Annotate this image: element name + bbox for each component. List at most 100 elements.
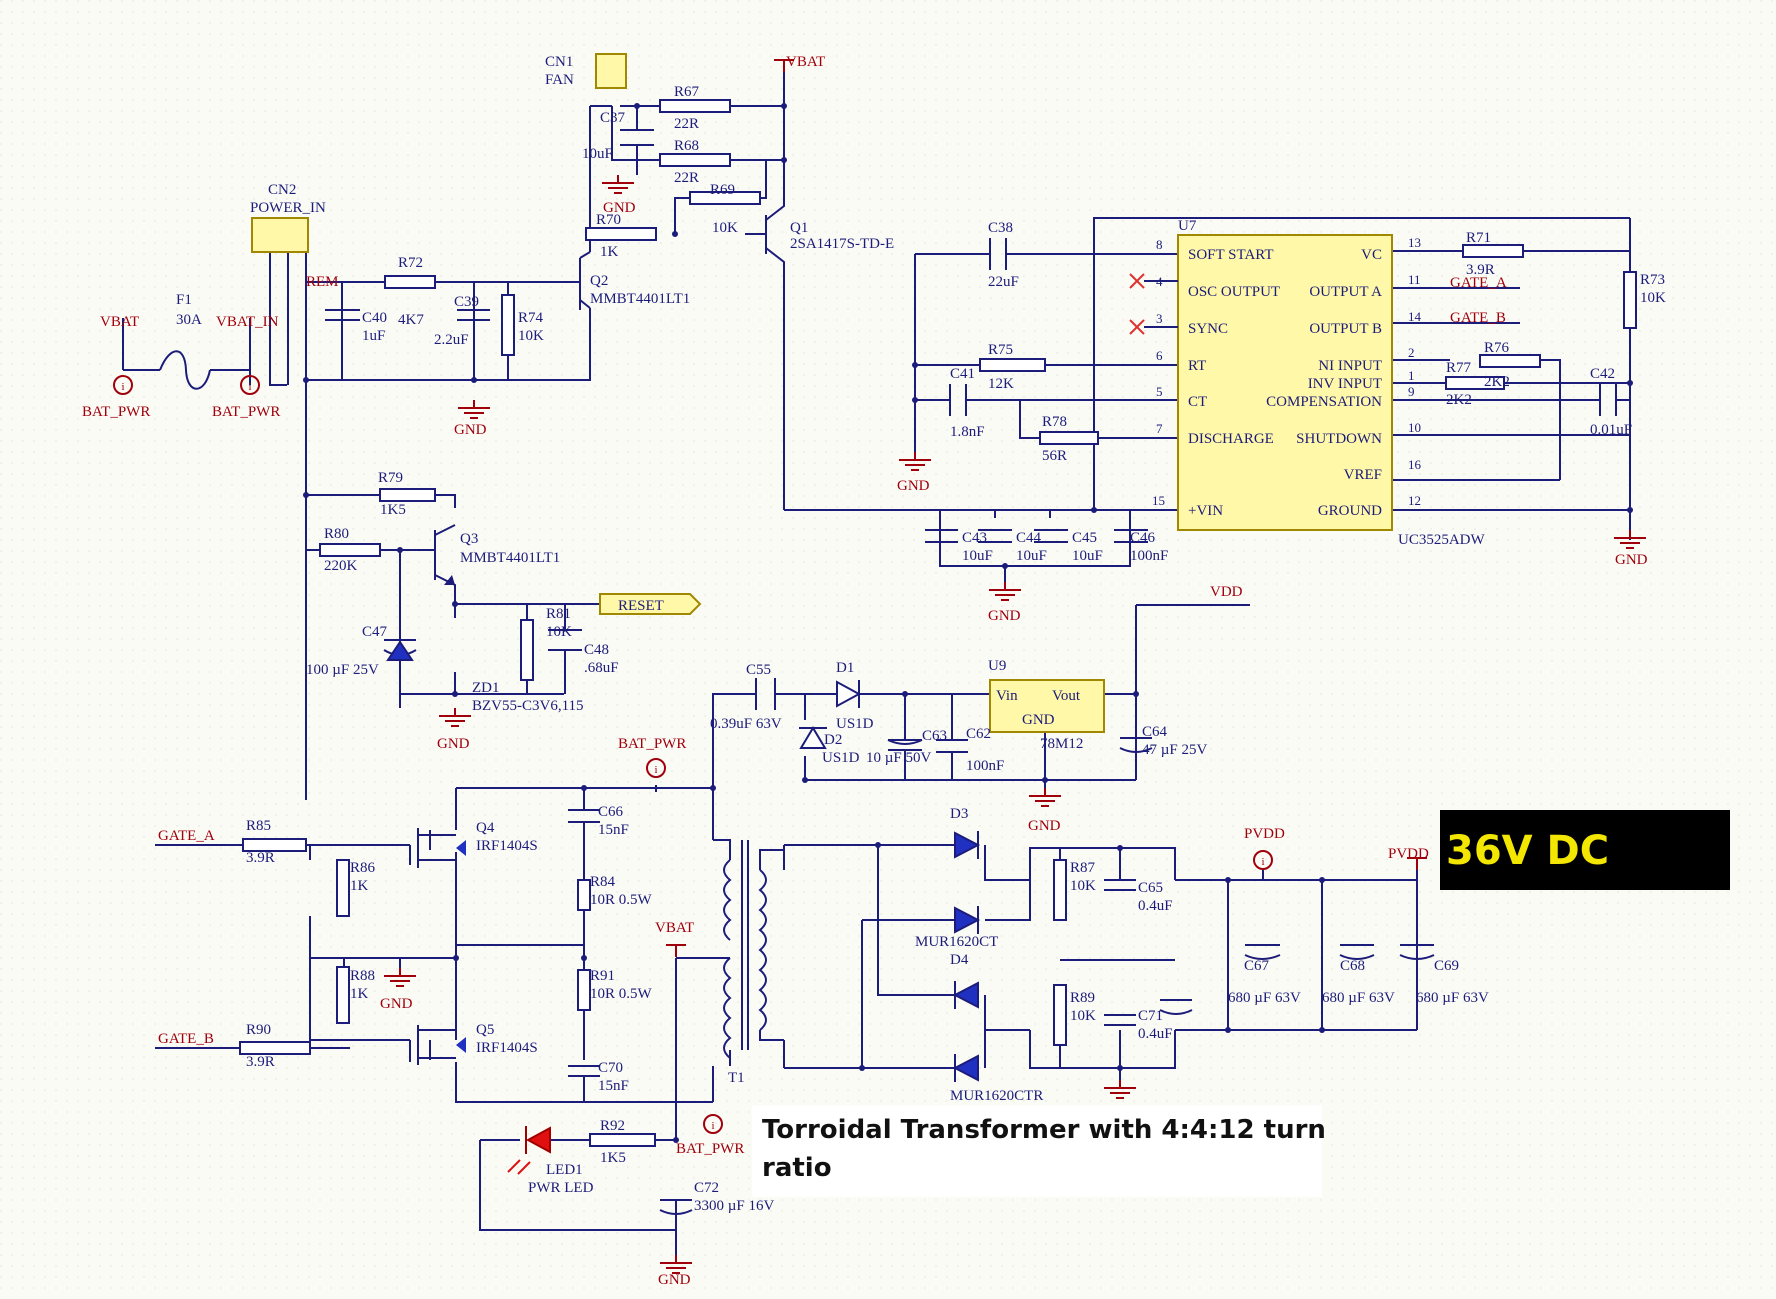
r76-ref: R76 — [1484, 340, 1510, 356]
r79-value: 1K5 — [380, 502, 406, 518]
c47-value: 100 µF 25V — [306, 662, 379, 678]
u7-pin-num: 6 — [1156, 348, 1163, 363]
wires — [122, 60, 1631, 1255]
r92-ref: R92 — [600, 1118, 625, 1134]
c39-value: 2.2uF — [434, 332, 469, 348]
c43-value: 10uF — [962, 548, 993, 564]
r76-value: 2K2 — [1484, 374, 1510, 390]
r89-value: 10K — [1070, 1008, 1096, 1024]
u7-pin-name: CT — [1188, 394, 1207, 410]
net-vbat-left: VBAT — [100, 314, 139, 330]
gnd-label: GND — [658, 1272, 691, 1288]
u7-pin-num: 14 — [1408, 309, 1422, 324]
q3-value: MMBT4401LT1 — [460, 550, 560, 566]
c70-ref: C70 — [598, 1060, 623, 1076]
c47-ref: C47 — [362, 624, 388, 640]
led1-value: PWR LED — [528, 1180, 594, 1196]
gnd-label: GND — [1028, 818, 1061, 834]
r85-value: 3.9R — [246, 850, 275, 866]
net-gate-a-right: GATE_A — [1450, 275, 1507, 291]
u7-pin-name: GROUND — [1318, 503, 1382, 519]
r92-value: 1K5 — [600, 1150, 626, 1166]
c68-ref: C68 — [1340, 958, 1365, 974]
u7-pin-name: RT — [1188, 358, 1206, 374]
net-reset: RESET — [618, 598, 664, 614]
r91-ref: R91 — [590, 968, 615, 984]
zd1-value: BZV55-C3V6,115 — [472, 698, 584, 714]
c62-ref: C62 — [966, 726, 991, 742]
r73-ref: R73 — [1640, 272, 1665, 288]
net-gate-a-left: GATE_A — [158, 828, 215, 844]
u7-pin-num: 4 — [1156, 274, 1163, 289]
r88-value: 1K — [350, 986, 369, 1002]
u7-pin-num: 7 — [1156, 421, 1163, 436]
c46-value: 100nF — [1130, 548, 1168, 564]
r81-value: 10K — [546, 624, 572, 640]
u7-pin-name: COMPENSATION — [1266, 394, 1382, 410]
u9-gnd: GND — [1022, 712, 1055, 728]
c55-value: 0.39uF 63V — [710, 716, 782, 732]
c44-ref: C44 — [1016, 530, 1042, 546]
c71-value: 0.4uF — [1138, 1026, 1173, 1042]
u7-ref: U7 — [1178, 218, 1197, 234]
r73-value: 10K — [1640, 290, 1666, 306]
u7-pin-num: 15 — [1152, 493, 1165, 508]
c40-ref: C40 — [362, 310, 387, 326]
c37-ref: C37 — [600, 110, 626, 126]
r86-value: 1K — [350, 878, 369, 894]
u7-pin-name: DISCHARGE — [1188, 431, 1274, 447]
u9-ref: U9 — [988, 658, 1006, 674]
c67-value: 680 µF 63V — [1228, 990, 1301, 1006]
u7-right-pins: VC 13 OUTPUT A 11 OUTPUT B 14 NI INPUT 2… — [1266, 235, 1421, 519]
r77-ref: R77 — [1446, 360, 1472, 376]
c42-ref: C42 — [1590, 366, 1615, 382]
u9-value: 78M12 — [1040, 736, 1083, 752]
gnd-label: GND — [897, 478, 930, 494]
u7-pin-name: VREF — [1344, 467, 1382, 483]
u7-pin-num: 3 — [1156, 311, 1163, 326]
r78-ref: R78 — [1042, 414, 1067, 430]
r69-value: 10K — [712, 220, 738, 236]
r79-ref: R79 — [378, 470, 403, 486]
c41-value: 1.8nF — [950, 424, 985, 440]
c65-value: 0.4uF — [1138, 898, 1173, 914]
r68-ref: R68 — [674, 138, 699, 154]
c68-value: 680 µF 63V — [1322, 990, 1395, 1006]
c63-ref: C63 — [922, 728, 947, 744]
q4-value: IRF1404S — [476, 838, 538, 854]
r88-ref: R88 — [350, 968, 375, 984]
net-rem: REM — [306, 274, 339, 290]
c72-value: 3300 µF 16V — [694, 1198, 774, 1214]
r75-ref: R75 — [988, 342, 1013, 358]
cn2-ref: CN2 — [268, 182, 296, 198]
r90-ref: R90 — [246, 1022, 271, 1038]
d3-value: MUR1620CT — [915, 934, 998, 950]
component-bodies — [113, 53, 1730, 1274]
u9-vin: Vin — [996, 688, 1018, 704]
u7-pin-name: INV INPUT — [1308, 376, 1382, 392]
u7-pin-num: 9 — [1408, 384, 1415, 399]
c37-value: 10uF — [582, 146, 613, 162]
r91-value: 10R 0.5W — [590, 986, 653, 1002]
zd1-ref: ZD1 — [472, 680, 500, 696]
r71-value: 3.9R — [1466, 262, 1495, 278]
d3-ref: D3 — [950, 806, 968, 822]
r87-ref: R87 — [1070, 860, 1096, 876]
r70-ref: R70 — [596, 212, 621, 228]
r87-value: 10K — [1070, 878, 1096, 894]
net-bat-pwr-4: BAT_PWR — [676, 1141, 744, 1157]
q2-ref: Q2 — [590, 273, 608, 289]
d2-ref: D2 — [824, 732, 842, 748]
c44-value: 10uF — [1016, 548, 1047, 564]
gnd-label: GND — [988, 608, 1021, 624]
cn1-value: FAN — [545, 72, 574, 88]
c71-ref: C71 — [1138, 1008, 1163, 1024]
c39-ref: C39 — [454, 294, 479, 310]
net-vdd: VDD — [1210, 584, 1243, 600]
r77-value: 2K2 — [1446, 392, 1472, 408]
gnd-label: GND — [454, 422, 487, 438]
u7-pin-name: NI INPUT — [1318, 358, 1382, 374]
c43-ref: C43 — [962, 530, 987, 546]
c69-ref: C69 — [1434, 958, 1459, 974]
gnd-label: GND — [380, 996, 413, 1012]
